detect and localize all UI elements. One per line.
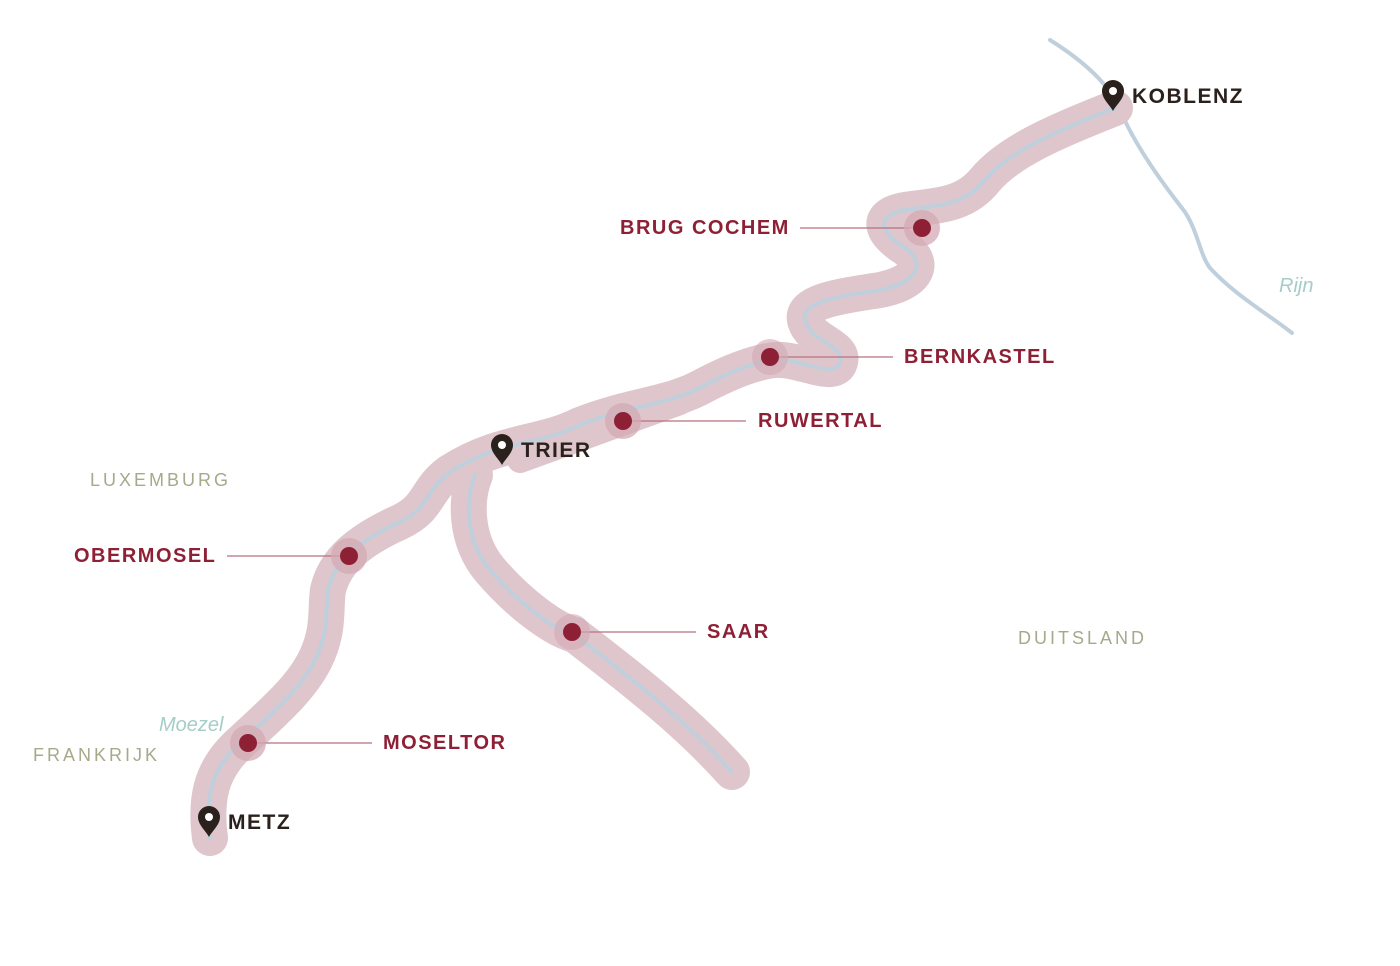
region-label-moseltor[interactable]: MOSELTOR [383, 732, 506, 754]
country-label-luxemburg: LUXEMBURG [90, 470, 231, 490]
region-label-bernkastel[interactable]: BERNKASTEL [904, 346, 1056, 368]
saar-route-band [450, 457, 750, 790]
country-label-duitsland: DUITSLAND [1018, 628, 1147, 648]
region-label-obermosel[interactable]: OBERMOSEL [74, 545, 216, 567]
stop-saar[interactable] [554, 614, 590, 650]
moselle-river [206, 106, 1117, 840]
country-label-frankrijk: FRANKRIJK [33, 745, 160, 765]
city-label-trier: TRIER [521, 439, 592, 462]
stop-bernkastel[interactable] [752, 339, 788, 375]
region-label-ruwertal[interactable]: RUWERTAL [758, 410, 883, 432]
stop-obermosel[interactable] [331, 538, 367, 574]
ruwertal-route-band [507, 389, 693, 473]
map-pin-icon[interactable] [491, 434, 513, 465]
region-label-saar[interactable]: SAAR [707, 621, 770, 643]
saar-river [466, 473, 734, 774]
stop-moseltor[interactable] [230, 725, 266, 761]
city-label-metz: METZ [228, 811, 291, 834]
rhine-river [1048, 38, 1294, 335]
map-pin-icon[interactable] [1102, 80, 1124, 111]
region-label-brug-cochem[interactable]: BRUG COCHEM [620, 217, 790, 239]
river-label-rijn: Rijn [1279, 275, 1313, 297]
stop-ruwertal[interactable] [605, 403, 641, 439]
river-label-moezel: Moezel [159, 714, 224, 736]
map-pin-icon[interactable] [198, 806, 220, 837]
city-label-koblenz: KOBLENZ [1132, 85, 1244, 108]
stop-brug-cochem[interactable] [904, 210, 940, 246]
